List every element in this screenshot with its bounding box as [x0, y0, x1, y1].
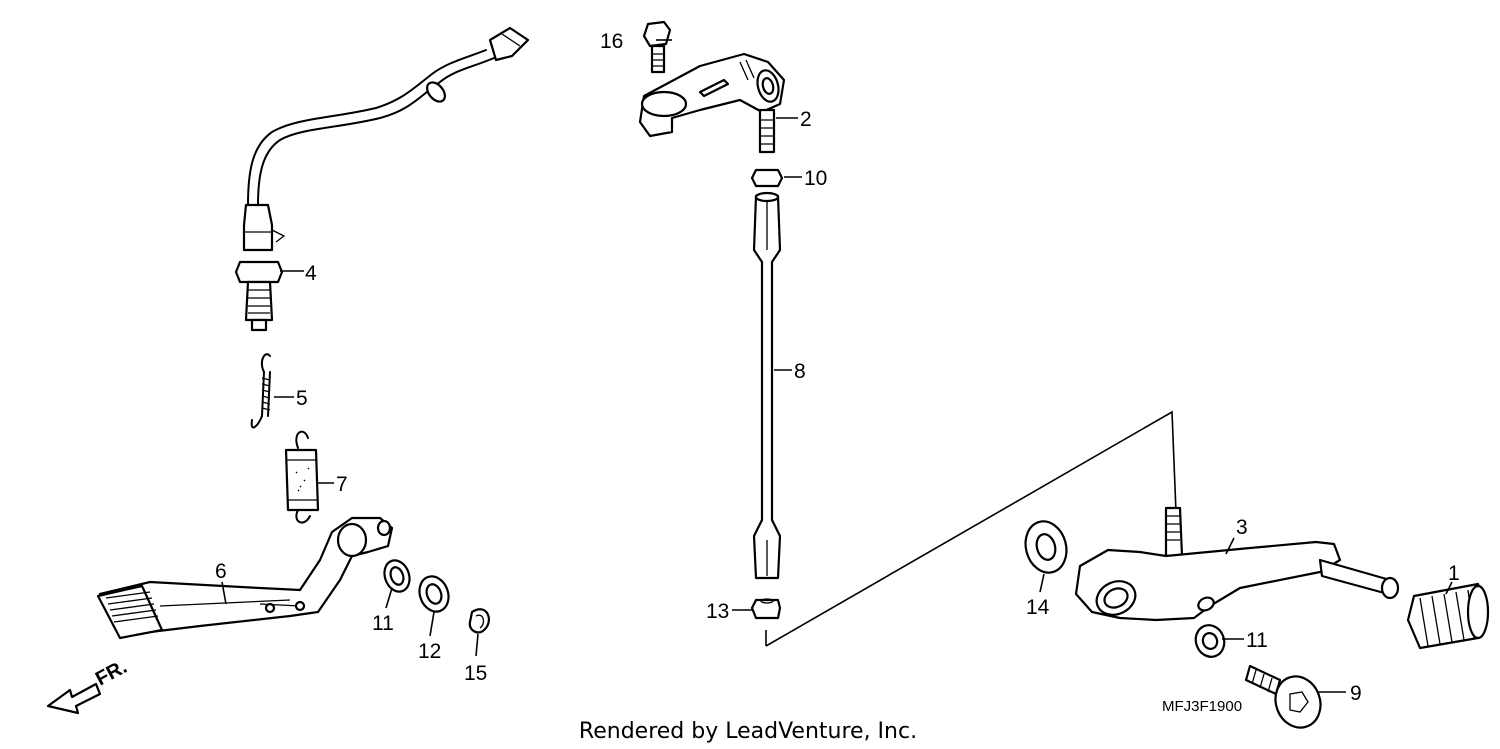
pivot-bolt-part-9[interactable]	[1244, 664, 1328, 734]
callout-13: 13	[706, 600, 729, 623]
callout-10: 10	[804, 167, 827, 190]
callout-7: 7	[336, 473, 348, 496]
diagram-code: MFJ3F1900	[1162, 698, 1242, 715]
callout-9: 9	[1350, 682, 1362, 705]
credit-text: Rendered by LeadVenture, Inc.	[579, 719, 917, 744]
washer-part-12[interactable]	[415, 572, 454, 615]
stud-part-2[interactable]	[758, 108, 776, 154]
callout-5: 5	[296, 387, 308, 410]
shift-pedal-part-3[interactable]	[1074, 506, 1400, 622]
nut-part-10[interactable]	[750, 168, 784, 188]
callout-14: 14	[1026, 596, 1050, 619]
callout-11-right: 11	[1246, 629, 1268, 652]
front-marker: FR.	[92, 656, 131, 691]
rod-part-8[interactable]	[752, 191, 782, 580]
callout-12: 12	[418, 640, 441, 663]
front-direction-arrow: FR.	[46, 656, 131, 715]
shift-arm[interactable]	[638, 52, 786, 138]
callout-leaders	[221, 39, 1453, 693]
callout-16: 16	[600, 30, 623, 53]
nut-part-13[interactable]	[750, 598, 782, 620]
callout-11-left: 11	[372, 612, 394, 635]
washer-part-11-left[interactable]	[380, 557, 413, 595]
callout-6: 6	[215, 560, 227, 583]
callout-8: 8	[794, 360, 806, 383]
assembly-bracket-line	[765, 410, 1177, 647]
washer-part-14[interactable]	[1020, 517, 1072, 578]
clip-part-15[interactable]	[468, 608, 490, 634]
stop-switch-part-4[interactable]	[234, 26, 530, 332]
washer-part-11-right[interactable]	[1191, 621, 1228, 661]
callout-4: 4	[305, 262, 317, 285]
callout-3: 3	[1236, 516, 1248, 539]
spring-part-5[interactable]	[250, 353, 271, 429]
bolt-part-16[interactable]	[642, 20, 672, 74]
callout-2: 2	[800, 108, 812, 131]
callout-1: 1	[1448, 562, 1460, 585]
callout-15: 15	[464, 662, 487, 685]
brake-pedal-part-6[interactable]	[96, 516, 394, 640]
spring-part-7[interactable]	[284, 430, 320, 524]
shift-rubber-part-1[interactable]	[1406, 582, 1490, 650]
